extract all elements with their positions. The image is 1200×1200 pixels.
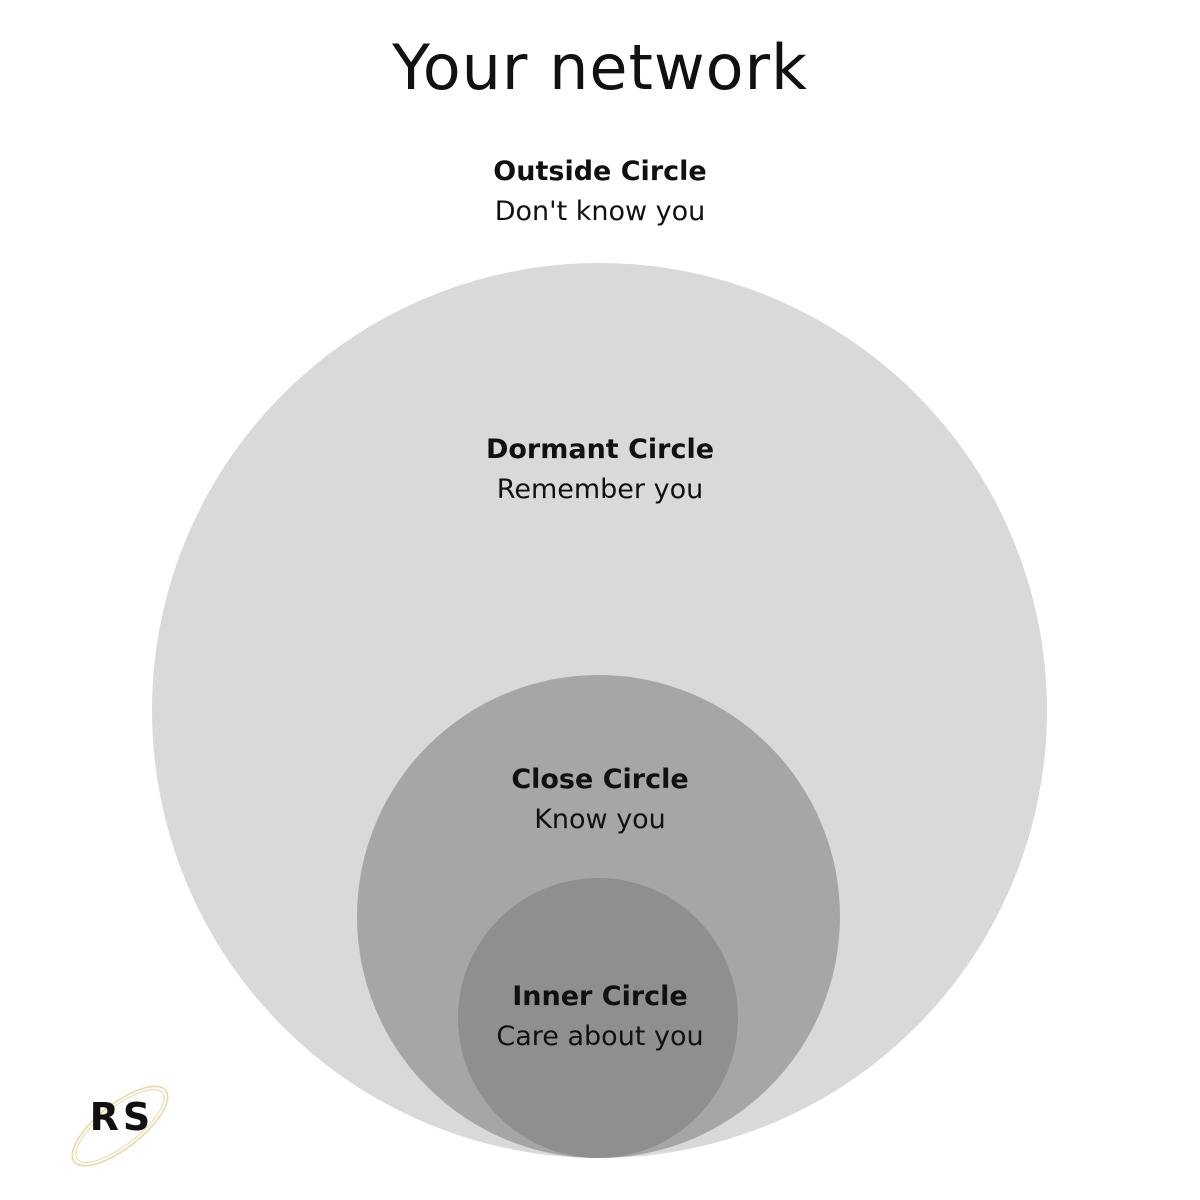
outside-circle-description: Don't know you (494, 196, 706, 227)
page-title: Your network (392, 31, 808, 104)
close-circle-title: Close Circle (511, 764, 689, 795)
logo-ring-outer (71, 1085, 169, 1167)
outside-circle-title: Outside Circle (493, 156, 707, 187)
close-circle-description: Know you (534, 804, 666, 835)
dormant-circle-description: Remember you (496, 474, 704, 505)
logo-text: RS (90, 1095, 155, 1139)
rs-logo: RS (71, 1085, 169, 1167)
inner-circle-shape (458, 878, 738, 1158)
close-circle-label: Close Circle Know you (300, 760, 900, 840)
outside-circle-label: Outside Circle Don't know you (300, 152, 900, 232)
dormant-circle-label: Dormant Circle Remember you (300, 430, 900, 510)
inner-circle-description: Care about you (496, 1021, 704, 1052)
inner-circle-label: Inner Circle Care about you (300, 977, 900, 1057)
inner-circle-title: Inner Circle (512, 981, 688, 1012)
logo-ring-inner (75, 1089, 165, 1163)
dormant-circle-title: Dormant Circle (485, 434, 715, 465)
